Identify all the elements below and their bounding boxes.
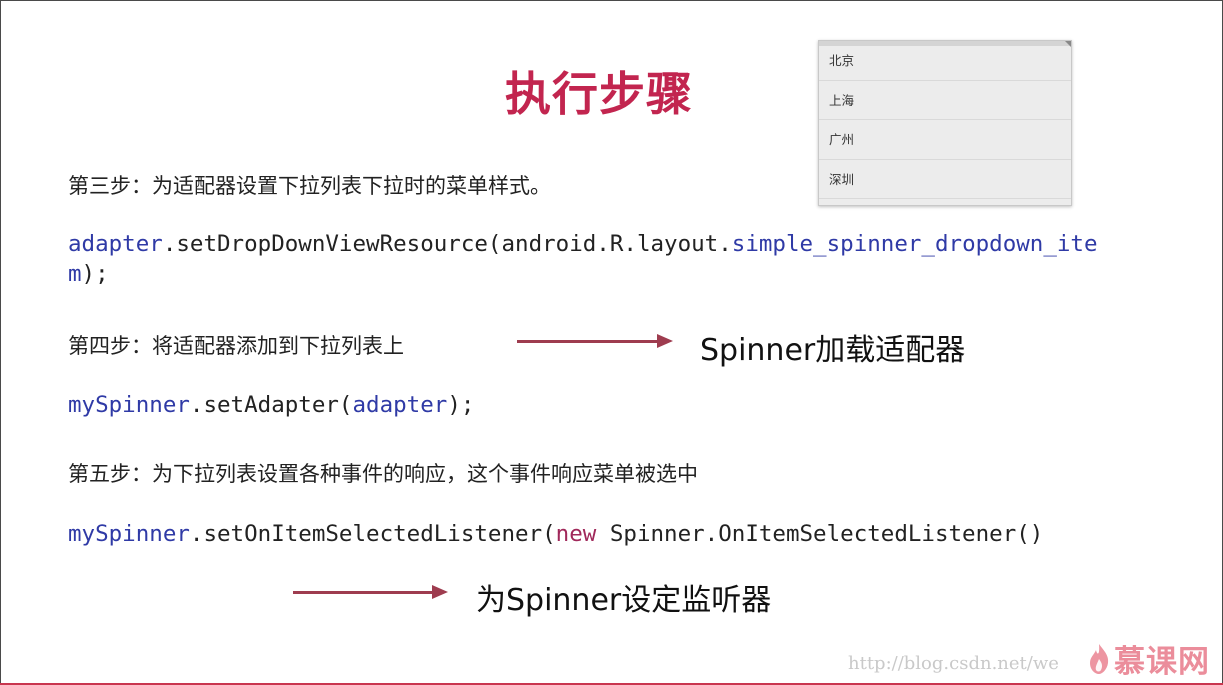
logo-text: 慕课网 (1114, 644, 1210, 680)
corner-marker-icon (1065, 41, 1071, 47)
code-end: ); (447, 392, 475, 418)
code-set-listener: mySpinner.setOnItemSelectedListener(new … (68, 519, 1043, 549)
dropdown-item[interactable]: 广州 (819, 120, 1071, 160)
slide-title: 执行步骤 (505, 67, 693, 121)
code-method: .setAdapter( (189, 392, 353, 418)
code-end: ); (81, 261, 109, 287)
flame-icon (1090, 643, 1109, 674)
code-rest: Spinner.OnItemSelectedListener() (596, 521, 1044, 547)
arrow-right-icon (293, 585, 448, 599)
code-object: adapter (68, 231, 163, 257)
dropdown-item[interactable]: 上海 (819, 81, 1071, 120)
code-resource-wrap: m (68, 261, 82, 287)
code-object: mySpinner (68, 392, 190, 418)
step-three-text: 第三步：为适配器设置下拉列表下拉时的菜单样式。 (68, 174, 551, 198)
blog-watermark: http://blog.csdn.net/we (848, 653, 1059, 674)
imooc-logo: 慕课网 (1088, 636, 1210, 681)
code-method: .setDropDownViewResource(android.R.layou… (162, 231, 732, 257)
spinner-dropdown-preview: 北京 上海 广州 深圳 (818, 40, 1072, 206)
note-spinner-adapter: Spinner加载适配器 (700, 333, 966, 368)
code-arg: adapter (352, 392, 448, 418)
dropdown-item[interactable]: 深圳 (819, 160, 1071, 199)
note-spinner-listener: 为Spinner设定监听器 (476, 583, 772, 618)
arrow-right-icon (517, 334, 673, 348)
code-set-adapter: mySpinner.setAdapter(adapter); (68, 390, 474, 420)
code-method: .setOnItemSelectedListener( (189, 521, 556, 547)
bottom-border (0, 683, 1223, 685)
step-four-text: 第四步：将适配器添加到下拉列表上 (68, 334, 404, 358)
code-resource: simple_spinner_dropdown_ite (731, 231, 1098, 257)
code-keyword: new (555, 521, 597, 547)
code-set-dropdown-resource: adapter.setDropDownViewResource(android.… (68, 229, 1098, 289)
dropdown-item[interactable]: 北京 (819, 41, 1071, 81)
code-object: mySpinner (68, 521, 190, 547)
step-five-text: 第五步：为下拉列表设置各种事件的响应，这个事件响应菜单被选中 (68, 462, 698, 486)
